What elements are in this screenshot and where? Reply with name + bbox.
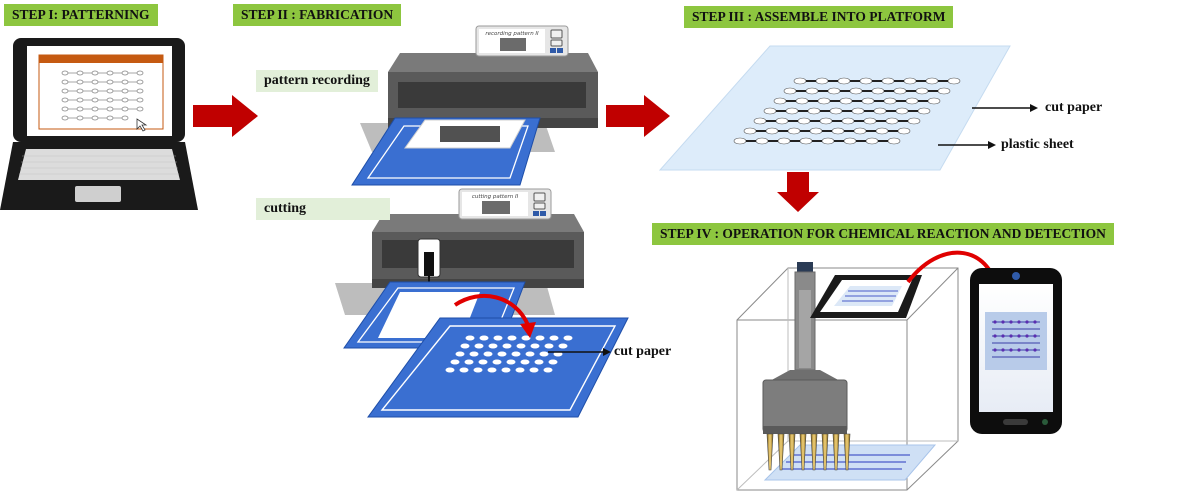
arrow-step2-to-step3	[606, 95, 670, 137]
step4-label: STEP IV : OPERATION FOR CHEMICAL REACTIO…	[652, 223, 1114, 245]
pattern-recorder-machine: recording pattern II	[351, 25, 598, 186]
step1-label: STEP I: PATTERNING	[4, 4, 158, 26]
flow-arrows	[193, 95, 819, 212]
plastic-sheet-label: plastic sheet	[1001, 137, 1074, 152]
cutter-screen-text: cutting pattern II	[472, 194, 519, 200]
cutting-label: cutting	[256, 198, 390, 220]
camera-icon	[1012, 272, 1020, 280]
detection-chamber	[736, 262, 959, 491]
cut-paper-label-assembly: cut paper	[1045, 100, 1103, 115]
recorder-screen-text: recording pattern II	[485, 31, 539, 37]
cut-paper-label-fabrication: cut paper	[614, 344, 672, 359]
step3-label: STEP III : ASSEMBLE INTO PLATFORM	[684, 6, 954, 28]
cut-paper-sheet	[367, 294, 629, 418]
cursor-icon	[136, 118, 148, 132]
smartphone	[970, 268, 1062, 434]
step2-label: STEP II : FABRICATION	[233, 4, 402, 26]
laptop-illustration	[0, 38, 198, 210]
arrow-step3-to-step4	[777, 172, 819, 212]
laptop-pattern-grid	[61, 70, 144, 121]
pattern-recording-label: pattern recording	[256, 70, 378, 92]
assembly-platform	[658, 45, 1038, 171]
recorded-pattern	[440, 126, 500, 142]
arrow-step1-to-step2	[193, 95, 258, 137]
